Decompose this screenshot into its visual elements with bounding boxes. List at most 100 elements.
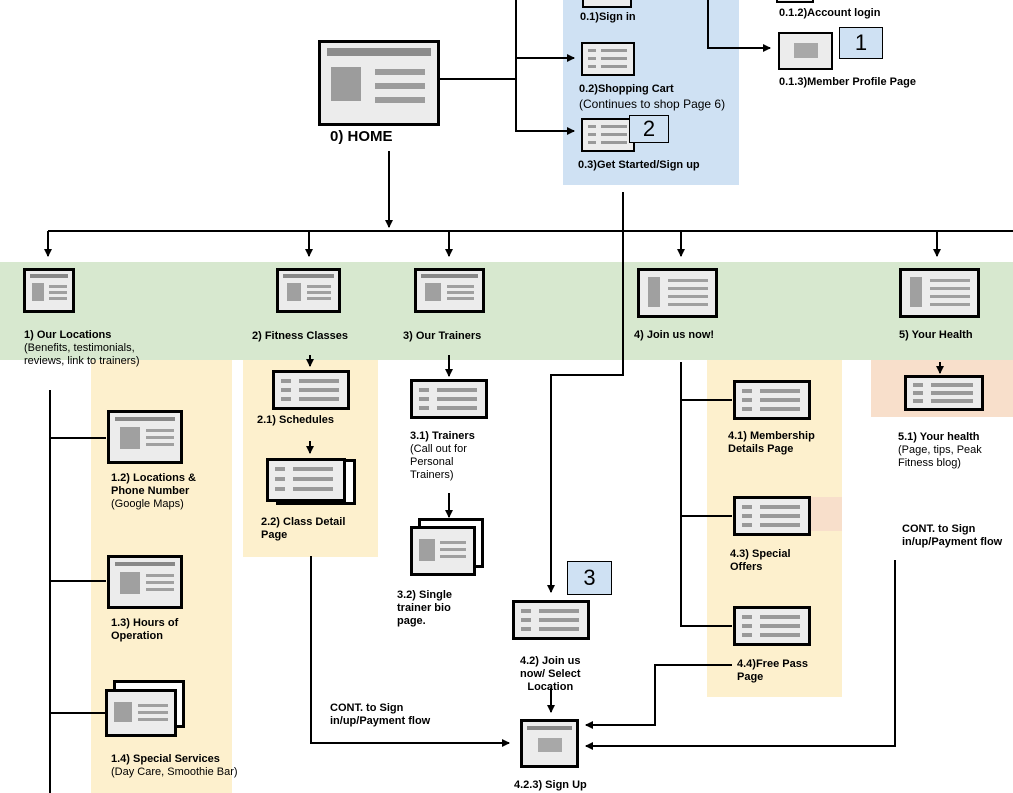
page-layout-icon bbox=[419, 539, 466, 561]
hours-thumb[interactable] bbox=[107, 555, 183, 609]
home-label: 0) HOME bbox=[330, 128, 393, 145]
member-profile-thumb[interactable] bbox=[778, 32, 833, 70]
annotation-1: 1 bbox=[839, 27, 883, 59]
hours-title-2: Operation bbox=[111, 630, 163, 642]
special-offers-label: 4.3) Special Offers bbox=[730, 548, 791, 574]
special-services-note: (Day Care, Smoothie Bar) bbox=[111, 766, 238, 778]
health-thumb[interactable] bbox=[899, 268, 980, 318]
sign-in-thumb[interactable] bbox=[582, 0, 632, 8]
account-login-label: 0.1.2)Account login bbox=[779, 7, 881, 19]
select-location-label: 4.2) Join us now/ Select Location bbox=[520, 655, 581, 694]
shopping-cart-note: (Continues to shop Page 6) bbox=[579, 97, 726, 111]
shopping-cart-thumb[interactable] bbox=[581, 42, 635, 76]
hours-label: 1.3) Hours of Operation bbox=[111, 617, 178, 643]
page-layout-icon bbox=[115, 417, 175, 449]
class-detail-label: 2.2) Class Detail Page bbox=[261, 516, 345, 542]
cont-label-left: CONT. to Sign in/up/Payment flow bbox=[330, 702, 430, 728]
schedules-thumb[interactable] bbox=[272, 370, 350, 410]
class-detail-title-2: Page bbox=[261, 529, 288, 541]
fitness-label: 2) Fitness Classes bbox=[252, 330, 348, 342]
page-layout-icon bbox=[648, 277, 708, 307]
page-layout-icon bbox=[742, 389, 800, 411]
special-offers-thumb[interactable] bbox=[733, 496, 811, 536]
trainer-bio-thumb[interactable] bbox=[410, 526, 476, 576]
page-layout-icon bbox=[588, 49, 627, 68]
annotation-3: 3 bbox=[567, 561, 612, 595]
page-layout-icon bbox=[794, 43, 818, 58]
page-layout-icon bbox=[588, 125, 627, 144]
schedules-label: 2.1) Schedules bbox=[257, 414, 335, 426]
health-label: 5) Your Health bbox=[899, 329, 973, 341]
membership-title-1: 4.1) Membership bbox=[728, 430, 815, 442]
sign-in-label: 0.1)Sign in bbox=[580, 11, 636, 23]
class-detail-thumb[interactable] bbox=[266, 458, 346, 502]
special-offers-title-2: Offers bbox=[730, 561, 763, 573]
membership-thumb[interactable] bbox=[733, 380, 811, 420]
sign-up-thumb[interactable] bbox=[520, 719, 579, 768]
annotation-2: 2 bbox=[629, 115, 669, 143]
trainer-bio-title-1: 3.2) Single bbox=[397, 589, 453, 601]
trainers-label: 3) Our Trainers bbox=[403, 330, 482, 342]
home-page-thumb[interactable] bbox=[318, 40, 440, 126]
free-pass-title-2: Page bbox=[737, 671, 764, 683]
page-layout-icon bbox=[421, 274, 478, 301]
page-layout-icon bbox=[115, 562, 175, 594]
special-offers-title-1: 4.3) Special bbox=[730, 548, 791, 560]
account-login-thumb[interactable] bbox=[776, 0, 814, 3]
free-pass-title-1: 4.4)Free Pass bbox=[737, 658, 808, 670]
trainers-thumb[interactable] bbox=[414, 268, 485, 313]
locations-phone-title-2: Phone Number bbox=[111, 485, 190, 497]
select-location-title-2: now/ Select bbox=[520, 668, 581, 680]
page-layout-icon bbox=[521, 609, 579, 631]
shopping-cart-label: 0.2)Shopping Cart (Continues to shop Pag… bbox=[579, 83, 725, 111]
cont-label-left-2: in/up/Payment flow bbox=[330, 715, 431, 727]
locations-label: 1) Our Locations (Benefits, testimonials… bbox=[24, 329, 140, 368]
page-layout-icon bbox=[419, 388, 477, 410]
trainers-list-note-1: (Call out for bbox=[410, 443, 467, 455]
sections-region bbox=[0, 262, 1013, 360]
special-services-title: 1.4) Special Services bbox=[111, 753, 220, 765]
hours-title-1: 1.3) Hours of bbox=[111, 617, 179, 629]
select-location-title-3: Location bbox=[527, 681, 574, 693]
your-health-note-1: (Page, tips, Peak bbox=[898, 444, 982, 456]
shopping-cart-title: 0.2)Shopping Cart bbox=[579, 83, 674, 95]
page-layout-icon bbox=[327, 48, 431, 103]
page-layout-icon bbox=[281, 379, 339, 401]
locations-phone-thumb[interactable] bbox=[107, 410, 183, 464]
select-location-title-1: 4.2) Join us bbox=[520, 655, 581, 667]
special-services-thumb[interactable] bbox=[105, 689, 177, 737]
cont-label-left-1: CONT. to Sign bbox=[330, 702, 404, 714]
locations-phone-title-1: 1.2) Locations & bbox=[111, 472, 196, 484]
page-layout-icon bbox=[910, 277, 970, 307]
trainers-list-label: 3.1) Trainers (Call out for Personal Tra… bbox=[410, 430, 475, 482]
get-started-thumb[interactable] bbox=[581, 118, 635, 152]
page-layout-icon bbox=[742, 505, 800, 527]
sign-up-label: 4.2.3) Sign Up bbox=[514, 779, 587, 791]
locations-phone-note: (Google Maps) bbox=[111, 498, 184, 510]
special-services-label: 1.4) Special Services (Day Care, Smoothi… bbox=[111, 753, 238, 779]
page-layout-icon bbox=[527, 726, 572, 752]
select-location-thumb[interactable] bbox=[512, 600, 590, 640]
trainer-bio-label: 3.2) Single trainer bio page. bbox=[397, 589, 452, 628]
class-detail-title-1: 2.2) Class Detail bbox=[261, 516, 346, 528]
your-health-label: 5.1) Your health (Page, tips, Peak Fitne… bbox=[898, 431, 982, 470]
trainer-bio-title-3: page. bbox=[397, 615, 426, 627]
join-thumb[interactable] bbox=[637, 268, 718, 318]
page-layout-icon bbox=[913, 383, 973, 403]
locations-title: 1) Our Locations bbox=[24, 329, 112, 341]
trainers-list-title: 3.1) Trainers bbox=[410, 430, 475, 442]
fitness-thumb[interactable] bbox=[276, 268, 341, 313]
locations-note-2: reviews, link to trainers) bbox=[24, 355, 140, 367]
free-pass-thumb[interactable] bbox=[733, 606, 811, 646]
your-health-thumb[interactable] bbox=[904, 375, 984, 411]
cont-label-right: CONT. to Sign in/up/Payment flow bbox=[902, 523, 1002, 549]
page-layout-icon bbox=[275, 467, 333, 491]
cont-label-right-1: CONT. to Sign bbox=[902, 523, 976, 535]
get-started-label: 0.3)Get Started/Sign up bbox=[578, 159, 700, 171]
locations-phone-label: 1.2) Locations & Phone Number (Google Ma… bbox=[111, 472, 196, 511]
cont-label-right-2: in/up/Payment flow bbox=[902, 536, 1003, 548]
locations-thumb[interactable] bbox=[23, 268, 75, 313]
trainers-list-thumb[interactable] bbox=[410, 379, 488, 419]
your-health-note-2: Fitness blog) bbox=[898, 457, 961, 469]
